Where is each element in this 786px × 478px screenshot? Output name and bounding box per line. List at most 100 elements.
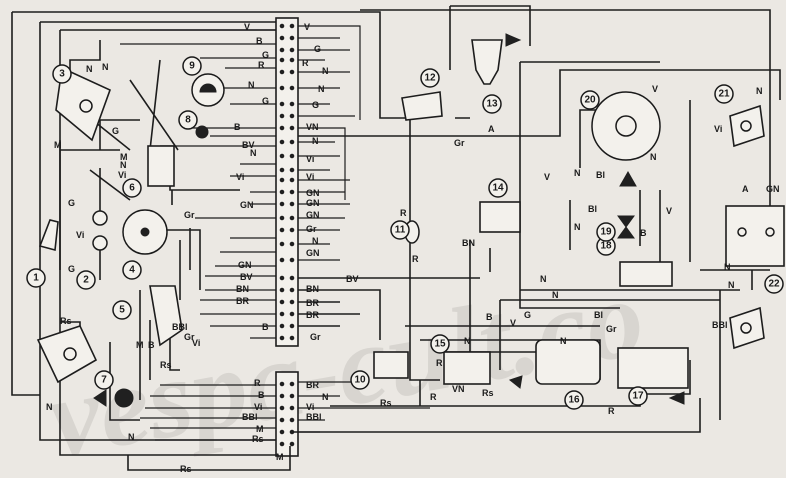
callout-2: 2 xyxy=(77,271,95,289)
wire-label: VN xyxy=(452,384,465,394)
wire-label: N xyxy=(312,236,319,246)
wire-label: G xyxy=(312,100,319,110)
wire-a xyxy=(298,70,780,136)
wire-label: N xyxy=(650,152,657,162)
callout-7: 7 xyxy=(95,371,113,389)
lower-junction-block xyxy=(276,372,298,456)
junction-terminal xyxy=(280,418,284,422)
junction-terminal xyxy=(290,48,294,52)
junction-terminal xyxy=(280,154,284,158)
horn-1-shape xyxy=(40,220,58,250)
junction-terminal xyxy=(280,242,284,246)
diode-19-icon xyxy=(618,216,634,238)
junction-terminal xyxy=(280,114,284,118)
wire-label: Vi xyxy=(306,402,314,412)
wire-label: VN xyxy=(306,122,319,132)
switch-4-hub xyxy=(141,228,149,236)
junction-terminal xyxy=(280,406,284,410)
callout-10: 10 xyxy=(351,371,369,389)
wire-label: R xyxy=(302,58,309,68)
wire-label: R xyxy=(608,406,615,416)
arrow-13-icon xyxy=(506,34,520,46)
wire-label: V xyxy=(304,22,310,32)
lamp-2b xyxy=(93,236,107,250)
regulator-10 xyxy=(374,352,408,378)
junction-terminal xyxy=(280,48,284,52)
wire-label: Gr xyxy=(606,324,617,334)
callout-11: 11 xyxy=(391,221,409,239)
wire-label: G xyxy=(68,264,75,274)
wire-label: BBl xyxy=(172,322,188,332)
wire-label: G xyxy=(112,126,119,136)
junction-terminal xyxy=(280,442,284,446)
wire-label: Vi xyxy=(306,154,314,164)
wire-label: BN xyxy=(236,284,249,294)
wire-label: Gr xyxy=(306,224,317,234)
wire-label: V xyxy=(544,172,550,182)
callout-17: 17 xyxy=(629,387,647,405)
wire-label: N xyxy=(724,262,731,272)
junction-terminal xyxy=(280,102,284,106)
wires-6 xyxy=(170,150,240,205)
callout-number: 21 xyxy=(718,89,730,100)
wire-label: BR xyxy=(306,310,319,320)
callout-number: 12 xyxy=(424,73,436,84)
callout-number: 3 xyxy=(59,69,65,80)
wire-label: BBl xyxy=(306,412,322,422)
rectifier-16 xyxy=(536,340,600,384)
junction-terminal xyxy=(290,190,294,194)
junction-terminal xyxy=(290,418,294,422)
callout-number: 2 xyxy=(83,275,89,286)
wire-label: N xyxy=(102,62,109,72)
wire-label: N xyxy=(464,336,471,346)
callout-1: 1 xyxy=(27,269,45,287)
junction-terminal xyxy=(280,70,284,74)
callout-15: 15 xyxy=(431,335,449,353)
wire-label: Rs xyxy=(180,464,192,474)
callout-number: 5 xyxy=(119,305,125,316)
wire-label: Rs xyxy=(380,398,392,408)
wire-label: R xyxy=(258,60,265,70)
wire-label: B xyxy=(258,390,265,400)
wire-label: B xyxy=(640,228,647,238)
callout-6: 6 xyxy=(123,179,141,197)
junction-terminal xyxy=(280,276,284,280)
wire-label: Gr xyxy=(184,210,195,220)
callout-3: 3 xyxy=(53,65,71,83)
junction-terminal xyxy=(280,202,284,206)
junction-terminal xyxy=(290,324,294,328)
callout-number: 11 xyxy=(395,225,406,236)
wire-label: BV xyxy=(346,274,359,284)
wire-label: BR xyxy=(306,298,319,308)
wire-label: M xyxy=(256,424,264,434)
wire-label: GN xyxy=(238,260,252,270)
wire-label: Vi xyxy=(236,172,244,182)
junction-terminal xyxy=(290,312,294,316)
junction-terminal xyxy=(290,406,294,410)
callout-number: 16 xyxy=(568,395,580,406)
wire-label: GN xyxy=(240,200,254,210)
arrow-19-icon xyxy=(620,172,636,186)
callout-number: 6 xyxy=(129,183,135,194)
junction-terminal xyxy=(290,394,294,398)
junction-terminal xyxy=(280,430,284,434)
bulb-3-top xyxy=(80,100,92,112)
wire-label: B xyxy=(262,322,269,332)
wire-label: GN xyxy=(766,184,780,194)
junction-terminal xyxy=(290,102,294,106)
wire-label: GN xyxy=(306,198,320,208)
junction-terminal xyxy=(280,216,284,220)
bulb-21-bottom xyxy=(741,323,751,333)
callout-5: 5 xyxy=(113,301,131,319)
wire-label: N xyxy=(250,148,257,158)
junction-terminal xyxy=(290,140,294,144)
junction-terminal xyxy=(290,336,294,340)
fuse-box-18 xyxy=(620,262,672,286)
junction-terminal xyxy=(280,324,284,328)
battery-17 xyxy=(618,348,688,388)
wire-label: M xyxy=(54,140,62,150)
stator-20-core xyxy=(616,116,636,136)
wire-label: Rs xyxy=(60,316,72,326)
junction-terminal xyxy=(280,300,284,304)
wire-label: B xyxy=(486,312,493,322)
